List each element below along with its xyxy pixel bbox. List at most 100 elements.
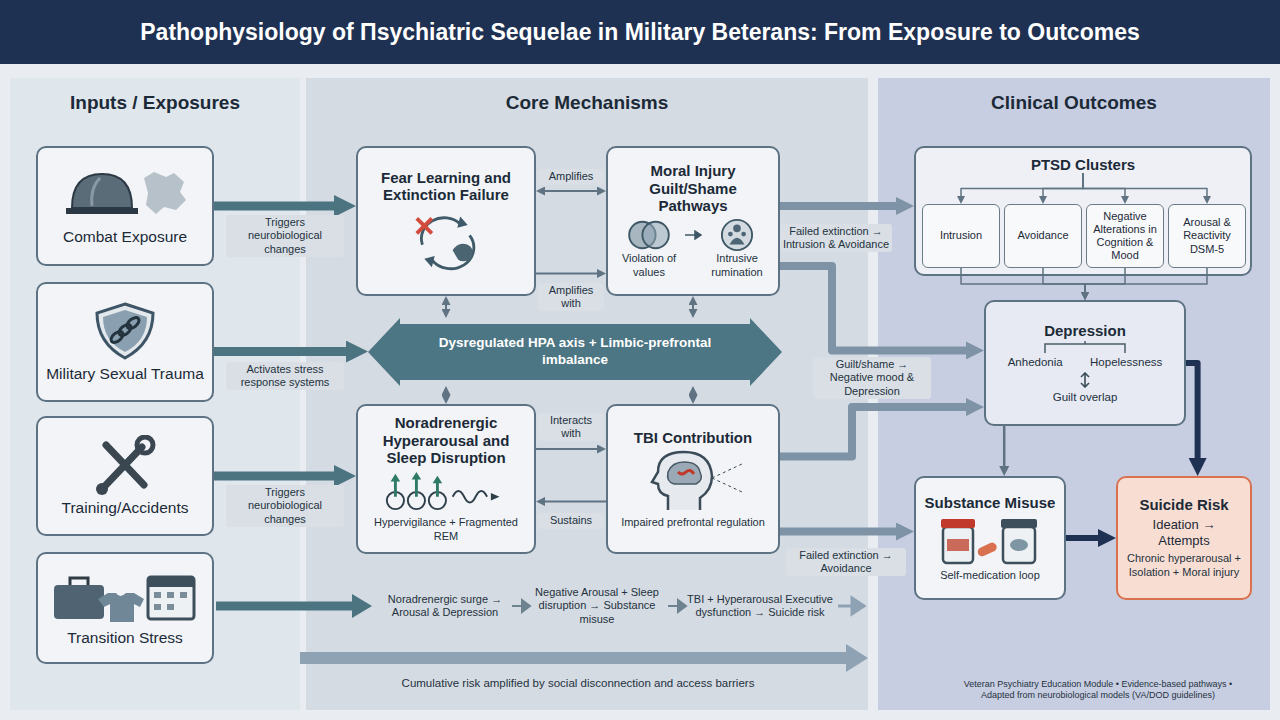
connector-arrow <box>780 202 901 210</box>
connector-arrow <box>214 202 341 211</box>
drawn-shape <box>1081 373 1089 387</box>
drawn-shape <box>678 470 694 474</box>
drawn-shape <box>167 592 174 598</box>
drawn-shape <box>935 515 1045 565</box>
drawn-shape <box>947 539 969 551</box>
connector-arrow <box>1085 268 1125 294</box>
drawn-shape <box>180 592 187 598</box>
connector-arrow <box>780 407 971 456</box>
panel-heading: Core Mechanisms <box>306 78 868 114</box>
drawn-shape <box>98 593 144 622</box>
edge-label: Amplifies with <box>538 283 604 311</box>
drawn-shape <box>381 470 511 512</box>
cluster-label: Negative Alterations in Cognition & Mood <box>1090 210 1160 263</box>
drawn-shape <box>453 244 473 262</box>
drawn-shape <box>368 318 782 386</box>
icon <box>625 218 673 252</box>
drawn-shape <box>728 232 733 237</box>
edge-label: Triggers neurobiological changes <box>226 485 344 527</box>
panel-heading: Clinical Outcomes <box>878 78 1270 114</box>
drawn-shape <box>417 219 432 234</box>
drawn-shape <box>722 220 752 250</box>
cumulative-arrow <box>300 644 868 672</box>
icon <box>717 218 757 252</box>
box-note: Chronic hyperarousal + Isolation + Moral… <box>1126 552 1242 580</box>
icon <box>90 435 160 495</box>
connector-arrow <box>536 448 600 450</box>
process-box: Training/Accidents <box>36 416 214 536</box>
drawn-shape <box>167 604 174 610</box>
connector-arrow <box>1186 363 1198 463</box>
connector-arrow <box>1043 173 1083 198</box>
chevron-arrow <box>838 598 864 614</box>
drawn-shape <box>103 310 147 352</box>
box-heading: Suicide Risk <box>1139 496 1228 513</box>
edge-label: Sustains <box>538 513 604 528</box>
connector-arrow <box>542 190 599 192</box>
pathway-note: Negative Arousal + Sleep disruption → Su… <box>528 586 666 626</box>
connector-arrow <box>542 501 606 503</box>
icon <box>935 515 1045 565</box>
edge-label: Failed extinction → Avoidance <box>786 548 906 576</box>
drawn-shape <box>642 222 668 248</box>
cluster-label: Arousal & Reactivity DSM-5 <box>1172 216 1242 256</box>
transition-arrow <box>216 602 354 611</box>
drawn-shape <box>941 519 975 528</box>
process-box: Noradrenergic Hyperarousal and Sleep Dis… <box>356 404 536 554</box>
connector-arrow <box>961 173 1083 198</box>
drawn-shape <box>154 592 161 598</box>
process-box: PTSD ClustersIntrusionAvoidanceNegative … <box>914 146 1252 276</box>
connector-arrow <box>961 268 1085 294</box>
edge-label: Guilt/shame → Negative mood & Depression <box>813 357 931 399</box>
exposure-label: Military Sexual Trauma <box>46 365 204 384</box>
drawn-shape <box>117 322 133 337</box>
drawn-shape <box>391 207 501 273</box>
drawn-shape <box>1015 341 1155 353</box>
drawn-shape <box>976 541 998 558</box>
icon <box>638 450 748 512</box>
connector-arrow <box>536 273 600 275</box>
pathway-note: Cumulative risk amplified by social disc… <box>308 677 848 691</box>
drawn-shape <box>685 231 701 239</box>
box-heading: PTSD Clusters <box>916 148 1250 173</box>
icon <box>684 230 702 240</box>
arrow-head <box>352 594 372 618</box>
chevron-arrow <box>512 600 530 612</box>
edge-label: Activates stress response systems <box>226 362 344 390</box>
drawn-shape <box>717 218 757 252</box>
connector-arrow <box>445 302 447 311</box>
diagram-title: Pathophysiology of Πsychiatric Sequelae … <box>10 0 1270 64</box>
box-note: Self-medication loop <box>940 569 1040 583</box>
icon <box>391 207 501 273</box>
drawn-shape <box>625 218 673 252</box>
box-note: Intrusive rumination <box>704 252 770 280</box>
connector-arrow <box>1085 268 1207 294</box>
process-box: Military Sexual Trauma <box>36 282 214 402</box>
exposure-label: Combat Exposure <box>63 228 187 247</box>
drawn-shape <box>60 166 190 224</box>
band-label: Dysregulated HPA axis + Limbic-prefronta… <box>412 335 738 369</box>
drawn-shape <box>90 301 160 361</box>
connector-arrow <box>1083 173 1207 198</box>
edge-label: Triggers neurobiological changes <box>226 215 344 257</box>
drawn-shape <box>154 604 161 610</box>
drawn-shape <box>1010 539 1028 551</box>
band-arrow: Dysregulated HPA axis + Limbic-prefronta… <box>368 318 782 386</box>
exposure-label: Transition Stress <box>67 629 183 648</box>
connector-arrow <box>780 266 971 350</box>
box-note: Impaired prefrontal regulation <box>621 516 765 530</box>
panel: Clinical OutcomesPTSD ClustersIntrusionA… <box>878 78 1270 710</box>
edge-label: Failed extinction → Intrusion & Avoidanc… <box>780 224 892 252</box>
drawn-shape <box>943 527 973 563</box>
drawn-shape <box>154 592 187 610</box>
process-box: Avoidance <box>1004 204 1082 268</box>
drawn-shape <box>70 578 88 585</box>
cluster-label: Avoidance <box>1017 229 1068 242</box>
drawn-shape <box>72 174 132 208</box>
icon <box>90 301 160 361</box>
drawn-shape <box>97 304 153 358</box>
process-box: Combat Exposure <box>36 146 214 266</box>
process-box: Moral Injury Guilt/Shame PathwaysViolati… <box>606 146 780 296</box>
symptom-label: Anhedonia <box>1008 355 1063 369</box>
